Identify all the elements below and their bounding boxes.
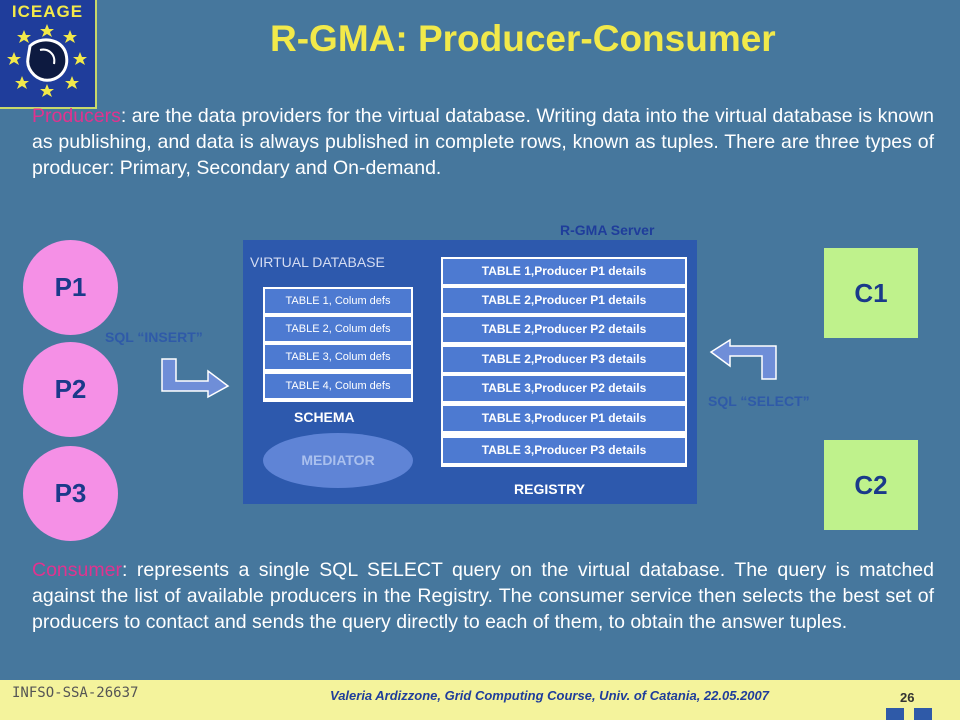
consumer-paragraph: Consumer: represents a single SQL SELECT…	[32, 557, 934, 635]
schema-row: TABLE 3, Colum defs	[265, 345, 411, 369]
registry-row: TABLE 3,Producer P2 details	[443, 376, 685, 401]
iceage-logo: ICEAGE	[0, 0, 97, 109]
schema-label: SCHEMA	[294, 409, 355, 425]
mediator-ellipse: MEDIATOR	[263, 433, 413, 488]
schema-row: TABLE 4, Colum defs	[265, 374, 411, 398]
consumer-text: : represents a single SQL SELECT query o…	[32, 559, 934, 633]
logo-text: ICEAGE	[11, 2, 84, 21]
registry-row: TABLE 2,Producer P2 details	[443, 317, 685, 342]
page-number: 26	[900, 690, 915, 705]
registry-row: TABLE 2,Producer P3 details	[443, 347, 685, 372]
insert-arrow-icon	[161, 358, 230, 399]
producers-keyword: Producers	[32, 105, 121, 127]
select-arrow-icon	[709, 338, 777, 380]
footer-author: Valeria Ardizzone, Grid Computing Course…	[330, 688, 769, 703]
footer-project-id: INFSO-SSA-26637	[12, 685, 139, 701]
producers-paragraph: Producers: are the data providers for th…	[32, 103, 934, 181]
schema-row: TABLE 1, Colum defs	[265, 289, 411, 313]
registry-row: TABLE 1,Producer P1 details	[443, 259, 685, 284]
registry-label: REGISTRY	[514, 481, 586, 497]
footer-bar	[0, 680, 960, 720]
schema-row: TABLE 2, Colum defs	[265, 317, 411, 341]
footer-decoration	[886, 708, 904, 720]
producer-p3-circle: P3	[23, 446, 118, 541]
eu-stars-globe-icon	[7, 24, 87, 97]
consumer-c1-box: C1	[824, 248, 918, 338]
footer-decoration	[914, 708, 932, 720]
sql-select-label: SQL “SELECT”	[708, 393, 810, 409]
producer-p1-circle: P1	[23, 240, 118, 335]
registry-row: TABLE 3,Producer P3 details	[443, 438, 685, 463]
consumer-keyword: Consumer	[32, 559, 122, 581]
rgma-server-label: R-GMA Server	[560, 222, 655, 238]
virtual-database-label: VIRTUAL DATABASE	[250, 254, 385, 270]
registry-row: TABLE 2,Producer P1 details	[443, 288, 685, 313]
schema-table-list: TABLE 1, Colum defs TABLE 2, Colum defs …	[263, 287, 413, 402]
producer-p2-circle: P2	[23, 342, 118, 437]
page-title: R-GMA: Producer-Consumer	[270, 18, 776, 59]
registry-row: TABLE 3,Producer P1 details	[443, 406, 685, 431]
producers-text: : are the data providers for the virtual…	[32, 105, 934, 179]
registry-table-list: TABLE 1,Producer P1 details TABLE 2,Prod…	[441, 257, 687, 467]
sql-insert-label: SQL “INSERT”	[105, 329, 203, 345]
consumer-c2-box: C2	[824, 440, 918, 530]
